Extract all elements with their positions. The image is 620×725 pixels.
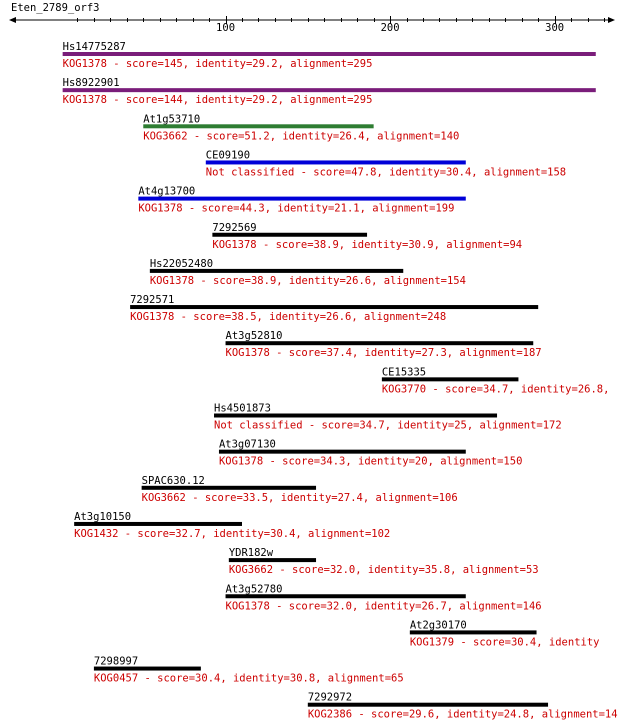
ruler: 100 200 300 — [9, 16, 615, 34]
hit-description: KOG2386 - score=29.6, identity=24.8, ali… — [308, 709, 618, 721]
hit-bar[interactable] — [225, 341, 534, 346]
hit-bar[interactable] — [218, 449, 466, 454]
hit-description: KOG3770 - score=34.7, identity=26.8, — [382, 383, 610, 395]
hit-description: KOG1378 - score=37.4, identity=27.3, ali… — [226, 347, 542, 359]
hit-name[interactable]: At2g30170 — [410, 619, 467, 631]
hit-bar[interactable] — [225, 594, 466, 599]
hit-name[interactable]: 7292569 — [212, 222, 256, 234]
ruler-left-arrow-icon — [9, 17, 16, 23]
hit-description: KOG1378 - score=34.3, identity=20, align… — [219, 456, 522, 468]
hit-bar[interactable] — [409, 630, 537, 635]
hit-bar[interactable] — [143, 124, 374, 129]
hit-name[interactable]: At3g10150 — [74, 511, 131, 523]
hit-name[interactable]: Hs14775287 — [63, 41, 126, 53]
hit-bar[interactable] — [307, 702, 549, 707]
hit-name[interactable]: Hs22052480 — [150, 258, 213, 270]
hit-description: Not classified - score=47.8, identity=30… — [206, 166, 566, 178]
hit-bar[interactable] — [93, 666, 201, 671]
hit-bar[interactable] — [205, 160, 466, 165]
hit-description: KOG1378 - score=32.0, identity=26.7, ali… — [226, 600, 542, 612]
hit-description: KOG0457 - score=30.4, identity=30.8, ali… — [94, 673, 404, 685]
hit-description: Not classified - score=34.7, identity=25… — [214, 420, 562, 432]
hit-name[interactable]: At4g13700 — [138, 186, 195, 198]
hit-description: KOG1378 - score=44.3, identity=21.1, ali… — [138, 203, 454, 215]
hit-bar[interactable] — [62, 52, 596, 56]
hit-bar[interactable] — [381, 377, 519, 382]
hit-name[interactable]: Hs8922901 — [63, 77, 120, 89]
hit-name[interactable]: At3g07130 — [219, 439, 276, 451]
hit-name[interactable]: YDR182w — [229, 547, 274, 559]
hit-description: KOG1378 - score=38.9, identity=30.9, ali… — [212, 239, 522, 251]
hit-name[interactable]: At1g53710 — [143, 113, 200, 125]
hit-description: KOG1379 - score=30.4, identity — [410, 636, 600, 648]
hit-bar[interactable] — [212, 232, 368, 237]
hit-description: KOG3662 - score=32.0, identity=35.8, ali… — [229, 564, 539, 576]
ruler-tick-label: 300 — [545, 22, 564, 34]
hit-bar[interactable] — [138, 196, 466, 201]
hit-name[interactable]: At3g52780 — [226, 583, 283, 595]
hit-name[interactable]: CE15335 — [382, 366, 426, 378]
hit-name[interactable]: 7292571 — [130, 294, 174, 306]
hit-bar[interactable] — [130, 305, 539, 310]
hit-name[interactable]: 7292972 — [308, 692, 352, 704]
hit-description: KOG1378 - score=38.5, identity=26.6, ali… — [130, 311, 446, 323]
hit-description: KOG1432 - score=32.7, identity=30.4, ali… — [74, 528, 390, 540]
hit-name[interactable]: SPAC630.12 — [142, 475, 205, 487]
hit-description: KOG3662 - score=33.5, identity=27.4, ali… — [142, 492, 458, 504]
hit-bar[interactable] — [214, 413, 498, 418]
hit-description: KOG3662 - score=51.2, identity=26.4, ali… — [143, 130, 459, 142]
ruler-tick-label: 200 — [381, 22, 400, 34]
ruler-right-arrow-icon — [608, 17, 615, 23]
hit-bar[interactable] — [228, 558, 317, 563]
hit-description: KOG1378 - score=145, identity=29.2, alig… — [63, 58, 373, 70]
hit-name[interactable]: 7298997 — [94, 656, 138, 668]
hit-description: KOG1378 - score=144, identity=29.2, alig… — [63, 94, 373, 106]
hit-name[interactable]: At3g52810 — [226, 330, 283, 342]
ruler-tick-label: 100 — [216, 22, 235, 34]
hit-bar[interactable] — [141, 485, 317, 490]
hit-bar[interactable] — [62, 88, 596, 93]
hit-bar[interactable] — [149, 268, 404, 273]
hit-description: KOG1378 - score=38.9, identity=26.6, ali… — [150, 275, 466, 287]
hit-name[interactable]: Hs4501873 — [214, 403, 271, 415]
hit-bar[interactable] — [74, 521, 242, 526]
hit-name[interactable]: CE09190 — [206, 149, 250, 161]
query-title: Eten_2789_orf3 — [11, 2, 100, 14]
